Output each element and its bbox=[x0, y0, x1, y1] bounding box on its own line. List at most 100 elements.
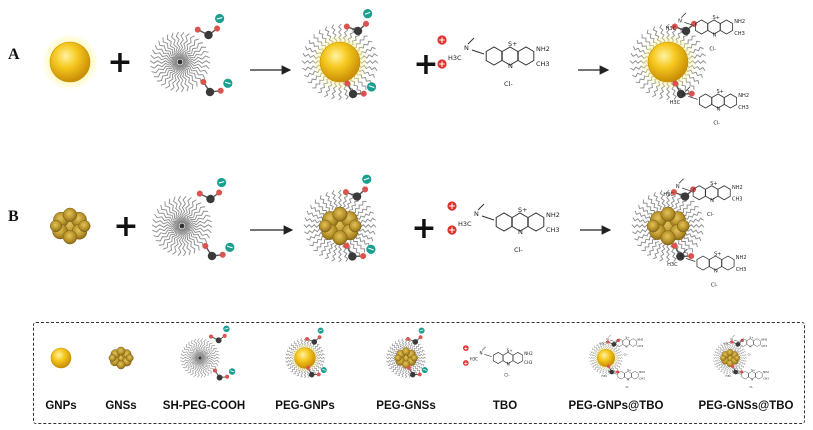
chloride-label: Cl- bbox=[713, 120, 720, 126]
oxygen-atom bbox=[200, 78, 207, 85]
star-lobe bbox=[108, 354, 117, 362]
star-lobe bbox=[116, 360, 126, 370]
amine-label: NH2 bbox=[536, 45, 550, 53]
carboxylate-charge: − bbox=[421, 367, 428, 374]
oxygen-atom bbox=[344, 80, 351, 87]
star-lobe bbox=[78, 219, 91, 233]
amine-label: NH2 bbox=[736, 255, 747, 261]
carbon-atom bbox=[206, 194, 215, 204]
peg-gns-b: −− bbox=[303, 174, 377, 263]
minus-sign: − bbox=[223, 78, 233, 90]
amine-label: NH2 bbox=[738, 93, 749, 99]
cation-charge: + bbox=[437, 59, 447, 70]
minus-sign: − bbox=[229, 368, 236, 376]
star-lobe bbox=[348, 219, 362, 233]
oxygen-atom bbox=[363, 20, 370, 27]
legend-icon-gnps bbox=[50, 347, 72, 369]
amine-label: NH2 bbox=[524, 351, 533, 356]
nitrogen-label: N bbox=[714, 268, 718, 274]
plus-sign-b1: + bbox=[113, 209, 138, 244]
oxygen-atom bbox=[688, 90, 695, 97]
oxygen-atom bbox=[224, 374, 230, 379]
plus-sign: + bbox=[463, 346, 468, 352]
dimethyl-label: H3C bbox=[670, 100, 681, 106]
peg-chains bbox=[303, 189, 377, 263]
sh-peg-cooh-a: −− bbox=[149, 13, 233, 97]
minus-sign: − bbox=[217, 177, 227, 189]
carboxylate-charge: − bbox=[229, 368, 236, 376]
minus-sign: − bbox=[362, 174, 373, 186]
oxygen-atom bbox=[217, 87, 224, 94]
cation-charge: + bbox=[447, 201, 457, 212]
cation-charge: + bbox=[462, 360, 469, 367]
oxygen-atom bbox=[672, 80, 679, 87]
plus-sign: + bbox=[448, 226, 456, 236]
oxygen-atom bbox=[417, 372, 422, 377]
ring bbox=[527, 212, 545, 232]
plus-sign: + bbox=[448, 202, 456, 212]
sulfonium-label: S+ bbox=[507, 348, 513, 353]
row-label-a: A bbox=[8, 46, 20, 63]
sulfonium-label: S+ bbox=[716, 89, 723, 95]
star-lobe bbox=[676, 219, 690, 233]
amine-label: NH2 bbox=[734, 19, 745, 25]
methyl-label: CH3 bbox=[761, 344, 767, 348]
legend-label-tbo: TBO bbox=[492, 400, 518, 412]
minus-sign: − bbox=[421, 367, 428, 374]
dimethyl-label: H3C bbox=[725, 374, 731, 378]
sulfonium-label: S+ bbox=[508, 40, 518, 48]
gold-nanostar bbox=[394, 347, 418, 369]
dimethylamine-n: N bbox=[474, 210, 479, 218]
minus-sign: − bbox=[419, 328, 426, 335]
legend-label-peg-gnps: PEG-GNPs bbox=[275, 400, 335, 412]
gold-nanostar bbox=[49, 207, 91, 245]
thiol-core bbox=[198, 356, 202, 360]
peg-chains bbox=[151, 195, 213, 257]
carbon-atom bbox=[681, 26, 691, 36]
dimethyl-label: H3C bbox=[663, 192, 674, 198]
ring bbox=[695, 19, 708, 35]
oxygen-atom bbox=[360, 253, 367, 260]
carboxyl-bottom bbox=[671, 242, 695, 261]
carboxyl-top: − bbox=[305, 328, 324, 345]
dimethylamine-n: N bbox=[678, 18, 682, 24]
dimethylamine-n: N bbox=[680, 254, 684, 260]
oxygen-atom bbox=[212, 368, 218, 373]
gold-nanostar bbox=[318, 206, 362, 246]
gnp-particle-a bbox=[41, 33, 99, 91]
nitrogen-label: N bbox=[716, 106, 720, 112]
legend-icon-gnss bbox=[108, 346, 134, 370]
peg-chains bbox=[149, 31, 211, 93]
carbon-atom bbox=[735, 342, 741, 347]
oxygen-atom bbox=[671, 242, 678, 249]
chloride-label: Cl- bbox=[709, 46, 716, 52]
row-label-b: B bbox=[8, 208, 19, 225]
carbon-atom bbox=[204, 30, 213, 40]
carboxylate-charge: − bbox=[320, 367, 327, 374]
star-lobe bbox=[726, 349, 734, 357]
star-lobe bbox=[332, 230, 348, 246]
nitrogen-label: N bbox=[710, 198, 714, 204]
minus-sign: − bbox=[225, 242, 235, 254]
star-lobe bbox=[49, 219, 62, 233]
dimethylamine-n: N bbox=[608, 370, 610, 374]
dimethylamine-n: N bbox=[731, 337, 733, 341]
oxygen-atom bbox=[343, 242, 350, 249]
oxygen-atom bbox=[730, 364, 735, 368]
sulfonium-label: S+ bbox=[714, 251, 721, 257]
dimethyl-label: H3C bbox=[600, 341, 606, 345]
legend-label-peg-gnps-tbo: PEG-GNPs@TBO bbox=[568, 400, 664, 412]
carbon-atom bbox=[352, 192, 362, 201]
oxygen-atom bbox=[730, 340, 734, 344]
ring bbox=[631, 371, 639, 380]
